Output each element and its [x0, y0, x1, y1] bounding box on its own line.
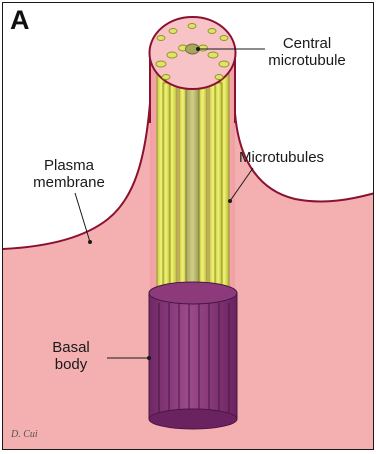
label-basal-line2: body — [43, 356, 99, 373]
cilium-diagram: A Central microtubule Microtubules Plasm… — [2, 2, 374, 450]
label-microtubules: Microtubules — [239, 149, 324, 166]
artist-signature: D. Cui — [11, 429, 38, 440]
basal-body-bottom — [149, 409, 237, 429]
label-plasma-line2: membrane — [29, 174, 109, 191]
label-central-microtubule: Central microtubule — [265, 35, 349, 69]
basal-body — [149, 293, 237, 419]
label-central-line1: Central — [265, 35, 349, 52]
label-basal-line1: Basal — [43, 339, 99, 356]
cilium-illustration — [3, 3, 374, 450]
label-plasma-line1: Plasma — [29, 157, 109, 174]
panel-letter: A — [10, 5, 30, 36]
label-plasma-membrane: Plasma membrane — [29, 157, 109, 191]
label-basal-body: Basal body — [43, 339, 99, 373]
label-central-line2: microtubule — [265, 52, 349, 69]
basal-body-top — [149, 282, 237, 304]
